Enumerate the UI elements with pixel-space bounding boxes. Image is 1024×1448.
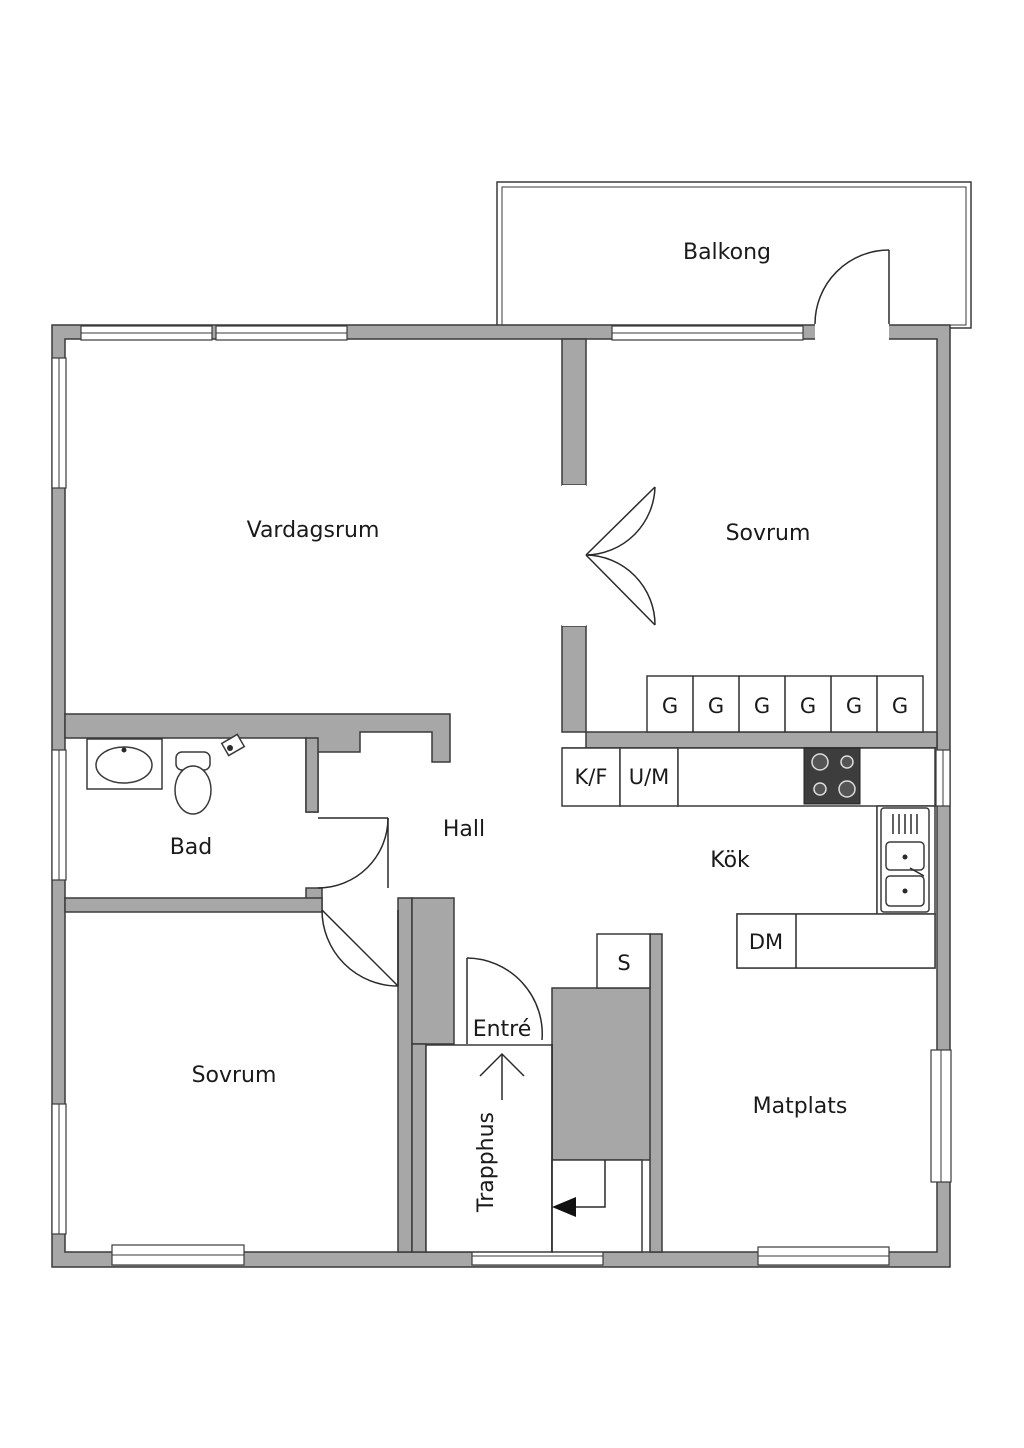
wardrobe-label: G: [708, 694, 724, 718]
fridge-freezer-label: K/F: [575, 765, 608, 789]
room-label-matplats: Matplats: [753, 1094, 848, 1119]
room-label-sovrum-top: Sovrum: [726, 521, 811, 546]
wardrobe-label: G: [892, 694, 908, 718]
balcony: [496, 181, 972, 329]
room-label-sovrum-bottom: Sovrum: [192, 1063, 277, 1088]
wardrobe-label: G: [662, 694, 678, 718]
room-label-bad: Bad: [170, 835, 213, 860]
bathroom-fixtures: [86, 733, 246, 815]
wardrobe-row: [646, 675, 924, 733]
storage-box: [596, 933, 651, 989]
windows: [51, 325, 952, 1266]
dishwasher-label: DM: [749, 930, 783, 954]
wardrobe-label: G: [800, 694, 816, 718]
kitchen-sink: [880, 807, 930, 913]
stove: [803, 747, 861, 805]
room-label-balkong: Balkong: [683, 240, 771, 265]
room-label-trapphus: Trapphus: [474, 1112, 499, 1213]
stairwell: [425, 1044, 643, 1253]
interior-walls: [64, 338, 938, 1253]
room-label-entre: Entré: [473, 1017, 532, 1042]
room-label-vardagsrum: Vardagsrum: [247, 518, 380, 543]
room-label-hall: Hall: [443, 817, 485, 842]
storage-label: S: [617, 951, 630, 975]
doors: [317, 249, 890, 1044]
wardrobe-label: G: [754, 694, 770, 718]
oven-microwave-label: U/M: [629, 765, 670, 789]
room-label-kok: Kök: [710, 848, 750, 873]
wardrobe-label: G: [846, 694, 862, 718]
